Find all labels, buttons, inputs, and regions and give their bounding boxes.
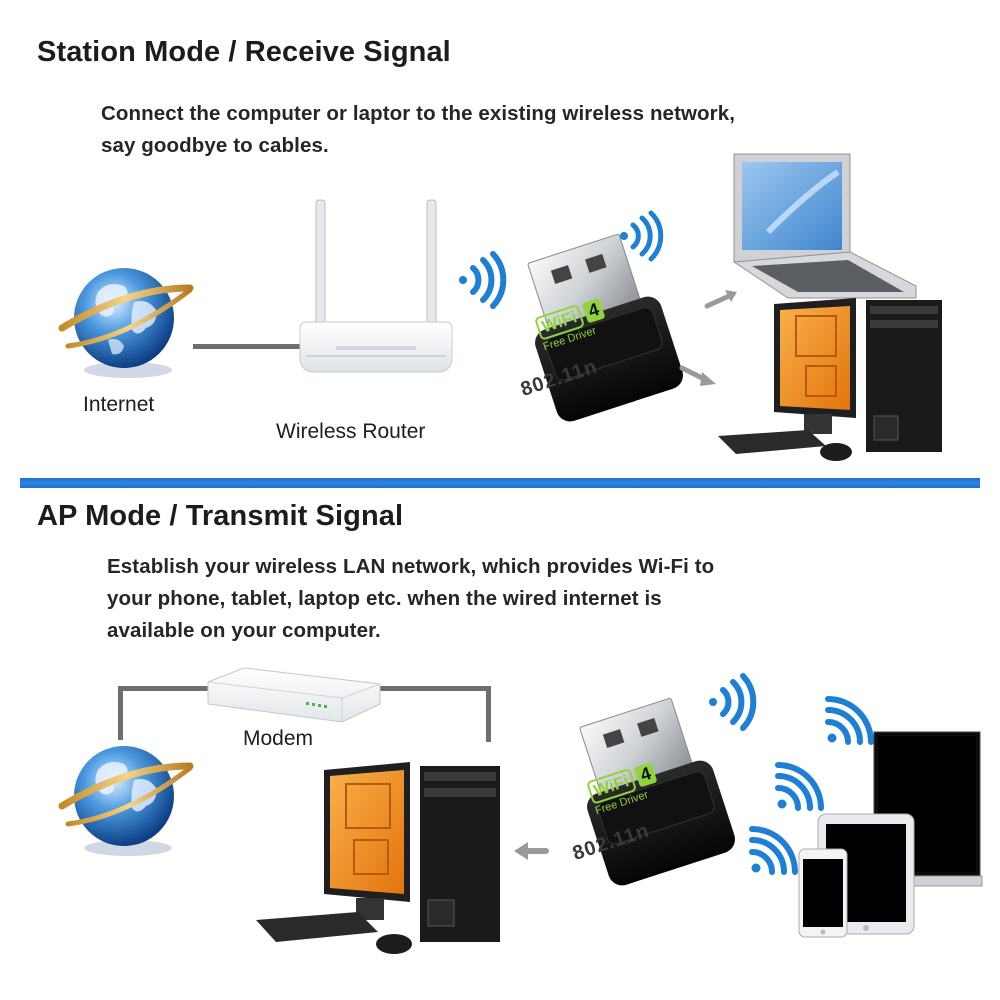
modem-icon bbox=[207, 667, 381, 723]
station-desc-line-1: Connect the computer or laptor to the ex… bbox=[101, 102, 736, 125]
internet-label: Internet bbox=[83, 393, 155, 416]
modem-cable-left bbox=[118, 686, 214, 691]
station-description: Connect the computer or laptor to the ex… bbox=[101, 98, 735, 162]
station-heading: Station Mode / Receive Signal bbox=[37, 36, 451, 68]
ap-desc-line-2: your phone, tablet, laptop etc. when the… bbox=[107, 587, 662, 610]
ap-desc-line-3: available on your computer. bbox=[107, 619, 381, 642]
arrow-right-icon bbox=[679, 365, 716, 386]
internet-globe-icon bbox=[58, 268, 194, 378]
wireless-router-label: Wireless Router bbox=[276, 420, 426, 443]
laptop-icon bbox=[732, 153, 917, 299]
arrow-left-icon bbox=[514, 842, 549, 860]
modem-cable-right bbox=[486, 686, 491, 742]
arrow-right-icon bbox=[704, 290, 737, 309]
wireless-router-icon bbox=[299, 199, 453, 373]
modem-cable-left bbox=[118, 686, 123, 740]
desktop-computer-icon bbox=[256, 762, 500, 954]
modem-cable-right bbox=[378, 686, 490, 691]
ap-desc-line-1: Establish your wireless LAN network, whi… bbox=[107, 555, 715, 578]
wifi-signal-icon bbox=[709, 673, 757, 731]
wifi-signal-icon bbox=[775, 762, 824, 811]
ap-heading: AP Mode / Transmit Signal bbox=[37, 500, 404, 532]
phone-icon bbox=[798, 848, 848, 938]
wifi-signal-icon bbox=[620, 210, 664, 262]
ethernet-cable bbox=[193, 344, 301, 349]
station-desc-line-2: say goodbye to cables. bbox=[101, 134, 329, 157]
desktop-computer-icon bbox=[718, 298, 942, 461]
usb-wifi-adapter-icon bbox=[527, 233, 683, 422]
wifi-signal-icon bbox=[749, 826, 798, 875]
section-divider bbox=[20, 478, 980, 488]
modem-label: Modem bbox=[243, 727, 314, 750]
wifi-signal-icon bbox=[825, 696, 874, 745]
ap-description: Establish your wireless LAN network, whi… bbox=[107, 551, 714, 647]
wifi-signal-icon bbox=[459, 251, 507, 309]
internet-globe-icon bbox=[58, 746, 194, 856]
usb-wifi-adapter-icon bbox=[579, 697, 735, 886]
